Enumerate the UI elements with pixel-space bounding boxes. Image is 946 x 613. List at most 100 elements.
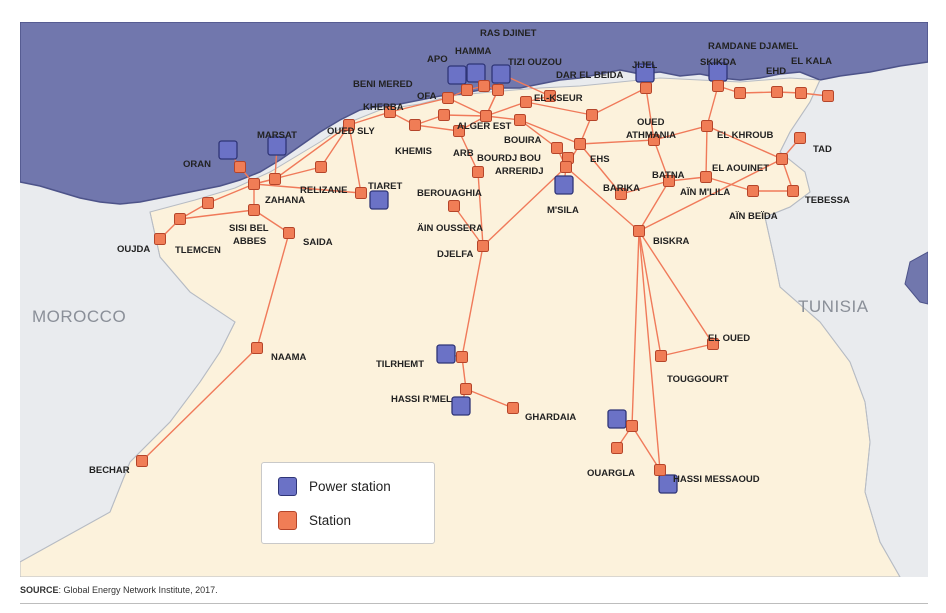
station-st_a <box>461 84 473 96</box>
station-touggourt <box>655 350 667 362</box>
transmission-line <box>579 143 622 195</box>
station-oujda <box>154 233 166 245</box>
transmission-line <box>638 230 662 357</box>
power-station-ouargla_p <box>607 409 627 429</box>
transmission-line <box>653 125 708 141</box>
station-fernana <box>822 90 834 102</box>
station-barika <box>615 188 627 200</box>
map-label: NAAMA <box>271 352 306 363</box>
transmission-line <box>461 245 484 358</box>
map-label: M'SILA <box>547 205 579 216</box>
transmission-line <box>565 166 640 232</box>
source-prefix: SOURCE <box>20 585 59 595</box>
transmission-line <box>253 183 362 194</box>
transmission-line <box>482 166 567 247</box>
transmission-line <box>348 124 362 194</box>
map-label: EL KALA <box>791 56 832 67</box>
map-label: TIZI OUZOU <box>508 57 562 68</box>
transmission-line <box>443 114 487 117</box>
station-ouargla_b <box>611 442 623 454</box>
transmission-line <box>519 119 581 145</box>
map-label: OUED <box>637 117 665 128</box>
station-oued_sly <box>343 119 355 131</box>
map-label: TLEMCEN <box>175 245 221 256</box>
map-label: EL AOUINET <box>712 163 769 174</box>
source-note: SOURCE: Global Energy Network Institute,… <box>20 585 218 595</box>
power-station-swatch-icon <box>278 477 297 496</box>
station-biskra <box>633 225 645 237</box>
map-label: ÄIN OUSSERA <box>417 223 483 234</box>
map-label: RELIZANE <box>300 185 348 196</box>
bottom-rule <box>20 603 928 604</box>
transmission-line <box>706 125 783 160</box>
power-station-hassi_messaoud_p <box>658 474 678 494</box>
power-station-marsat <box>267 136 287 156</box>
transmission-line <box>660 343 714 357</box>
transmission-line <box>141 347 258 462</box>
map-label: HASSI R'MEL <box>391 394 452 405</box>
map-label: TAD <box>813 144 832 155</box>
map-label: OUARGLA <box>587 468 635 479</box>
transmission-line <box>620 180 670 195</box>
map-label: HASSI MESSAOUD <box>673 474 760 485</box>
transmission-line <box>179 209 255 220</box>
station-el_oued <box>707 338 719 350</box>
transmission-line <box>645 87 655 141</box>
transmission-line <box>519 119 558 149</box>
map-label: OUJDA <box>117 244 150 255</box>
map-label: TILRHEMT <box>376 359 424 370</box>
station-ain_beida <box>747 185 759 197</box>
legend-row-station: Station <box>278 511 351 530</box>
map-label: OFA <box>417 91 437 102</box>
transmission-line <box>485 101 527 117</box>
transmission-line <box>638 230 714 345</box>
station-dar_el_beida <box>586 109 598 121</box>
station-el_kseur <box>520 96 532 108</box>
map-label: EL OUED <box>708 333 750 344</box>
transmission-line <box>253 166 322 185</box>
map-label: KHERBA <box>363 102 404 113</box>
station-ehs <box>574 138 586 150</box>
station-hassi_rmel <box>460 383 472 395</box>
map-label: TOUGGOURT <box>667 374 729 385</box>
station-arb <box>453 125 465 137</box>
map-label: DJELFA <box>437 249 474 260</box>
tunisia-coast <box>904 251 928 305</box>
map-label: SAIDA <box>303 237 333 248</box>
station-ouargla_a <box>626 420 638 432</box>
station-berouaghia <box>472 166 484 178</box>
transmission-line <box>465 388 514 409</box>
station-ehd <box>771 86 783 98</box>
transmission-line <box>453 205 484 247</box>
station-tizi_ouzou <box>544 90 556 102</box>
map-label: APO <box>427 54 448 65</box>
map-label: OUED SLY <box>327 126 375 137</box>
map-label: ALGER EST <box>457 121 512 132</box>
station-skikda_st <box>712 80 724 92</box>
power-station-hamma <box>466 63 486 83</box>
transmission-line <box>591 87 647 116</box>
map-label: BEROUAGHIA <box>417 188 482 199</box>
transmission-line <box>207 183 255 204</box>
station-swatch-icon <box>278 511 297 530</box>
legend-station-label: Station <box>309 513 352 528</box>
transmission-line <box>477 171 484 247</box>
transmission-line <box>668 176 707 182</box>
map-label: EL KHROUB <box>717 130 773 141</box>
station-ghardaia <box>507 402 519 414</box>
station-msila_st <box>560 161 572 173</box>
map-label: RAS DJINET <box>480 28 537 39</box>
transmission-line <box>414 124 460 132</box>
station-oued_athmania <box>648 134 660 146</box>
map-label: AÏN M'LILA <box>680 187 730 198</box>
station-ain_oussera <box>448 200 460 212</box>
transmission-line <box>525 101 593 116</box>
station-jijel_st <box>640 82 652 94</box>
map-label: ZAHANA <box>265 195 305 206</box>
power-station-ras_djinet <box>491 64 511 84</box>
station-st_d <box>551 142 563 154</box>
map-label: EL-KSEUR <box>534 93 583 104</box>
